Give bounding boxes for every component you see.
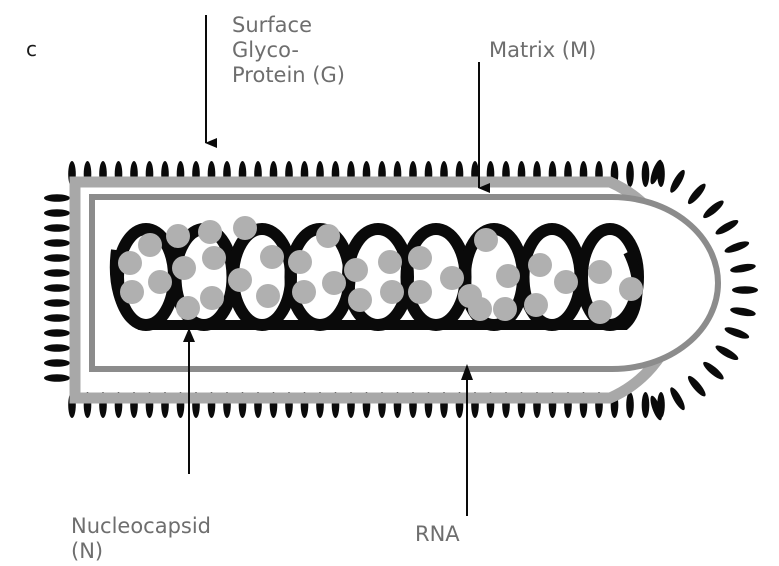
glycoprotein-spike xyxy=(701,359,726,382)
glycoprotein-spike xyxy=(668,386,688,412)
nucleoprotein-bead xyxy=(524,293,548,317)
glycoprotein-spike xyxy=(723,325,750,341)
glycoprotein-spike xyxy=(714,217,740,237)
glycoprotein-spike xyxy=(44,254,70,262)
nucleoprotein-bead xyxy=(260,245,284,269)
glycoprotein-spike xyxy=(701,198,726,221)
nucleoprotein-bead xyxy=(468,297,492,321)
nucleoprotein-bead xyxy=(292,280,316,304)
glycoprotein-spike xyxy=(44,284,70,292)
nucleoprotein-bead xyxy=(588,260,612,284)
nucleoprotein-bead xyxy=(228,268,252,292)
glycoprotein-spike xyxy=(686,374,709,399)
nucleoprotein-bead xyxy=(408,280,432,304)
nucleoprotein-bead xyxy=(138,233,162,257)
glycoprotein-spike xyxy=(642,161,650,187)
nucleoprotein-bead xyxy=(288,250,312,274)
nucleoprotein-bead xyxy=(380,280,404,304)
nucleoprotein-bead xyxy=(322,271,346,295)
nucleoprotein-bead xyxy=(588,300,612,324)
glycoprotein-spike xyxy=(44,209,70,217)
nucleoprotein-bead xyxy=(348,288,372,312)
nucleoprotein-bead xyxy=(496,264,520,288)
nucleoprotein-bead xyxy=(474,228,498,252)
nucleoprotein-bead xyxy=(316,224,340,248)
glycoprotein-spike xyxy=(44,224,70,232)
nucleoprotein-bead xyxy=(408,246,432,270)
glycoprotein-spike xyxy=(714,343,740,363)
glycoprotein-spike xyxy=(732,286,758,294)
glycoprotein-spike xyxy=(668,168,688,194)
nucleoprotein-bead xyxy=(166,224,190,248)
glycoprotein-spike xyxy=(44,269,70,277)
glycoprotein-spike xyxy=(626,392,634,418)
glycoprotein-spike xyxy=(44,299,70,307)
glycoprotein-spike xyxy=(723,239,750,255)
glycoprotein-spike xyxy=(642,392,650,418)
glycoprotein-spike xyxy=(44,239,70,247)
nucleoprotein-bead xyxy=(202,246,226,270)
glycoprotein-spike xyxy=(686,181,709,206)
nucleoprotein-bead xyxy=(148,270,172,294)
glycoprotein-spike xyxy=(44,194,70,202)
nucleoprotein-bead xyxy=(172,256,196,280)
glycoprotein-spike xyxy=(44,344,70,352)
glycoprotein-spike xyxy=(44,374,70,382)
glycoprotein-spike xyxy=(44,314,70,322)
nucleoprotein-bead xyxy=(118,251,142,275)
glycoprotein-spike xyxy=(44,359,70,367)
nucleoprotein-bead xyxy=(200,286,224,310)
nucleoprotein-bead xyxy=(256,284,280,308)
nucleoprotein-bead xyxy=(619,277,643,301)
nucleoprotein-bead xyxy=(378,250,402,274)
nucleoprotein-bead xyxy=(528,253,552,277)
glycoprotein-spike xyxy=(626,161,634,187)
nucleoprotein-bead xyxy=(493,297,517,321)
nucleoprotein-bead xyxy=(344,258,368,282)
nucleoprotein-bead xyxy=(233,216,257,240)
glycoprotein-spike xyxy=(729,262,756,274)
nucleoprotein-bead xyxy=(120,280,144,304)
nucleoprotein-bead xyxy=(176,296,200,320)
nucleoprotein-bead xyxy=(440,266,464,290)
nucleoprotein-bead xyxy=(554,270,578,294)
nucleoprotein-bead xyxy=(198,220,222,244)
glycoprotein-spike xyxy=(44,329,70,337)
glycoprotein-spike xyxy=(729,306,756,318)
